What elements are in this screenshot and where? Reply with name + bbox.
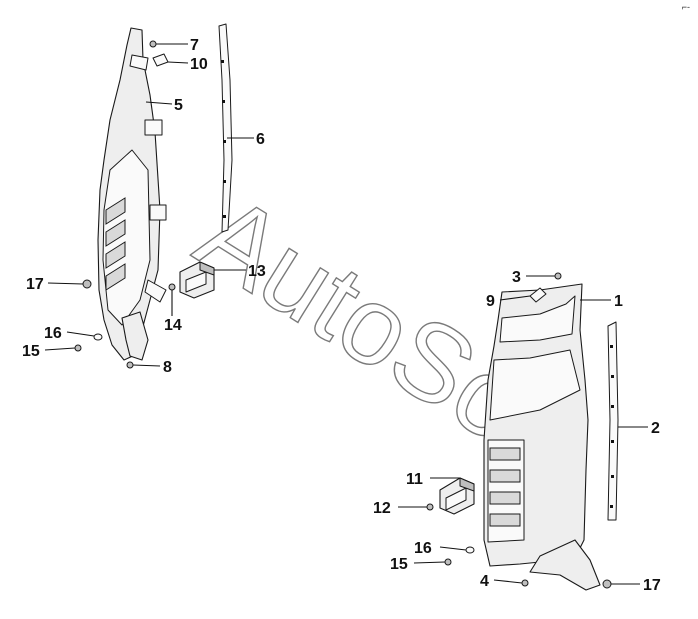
screw-12-icon — [426, 503, 434, 511]
fastener-4-icon — [521, 579, 529, 587]
left-mount-tab — [129, 54, 149, 71]
clip-icon — [149, 40, 157, 48]
callout-12: 12 — [373, 500, 391, 517]
washer-16-left-icon — [93, 333, 103, 341]
callout-5: 5 — [174, 97, 183, 114]
callout-15-right: 15 — [390, 556, 408, 573]
left-seal-strip — [218, 23, 233, 233]
right-seal-strip — [607, 321, 619, 521]
left-mount-tab — [144, 119, 163, 136]
bolt-15-left-icon — [74, 344, 82, 352]
callout-15-left: 15 — [22, 343, 40, 360]
callout-17-right: 17 — [643, 577, 661, 594]
callout-9: 9 — [486, 293, 495, 310]
left-seal-clips — [221, 60, 226, 218]
clip-3-icon — [554, 272, 562, 280]
callout-8: 8 — [163, 359, 172, 376]
callout-2: 2 — [651, 420, 660, 437]
callout-labels: 7 10 5 6 17 13 14 16 15 8 3 9 1 2 11 12 … — [22, 37, 661, 594]
left-vent-slot — [105, 241, 126, 269]
left-panel-assembly — [74, 23, 233, 369]
leader-lines — [44, 43, 648, 585]
callout-16-right: 16 — [414, 540, 432, 557]
right-panel-top-face — [499, 295, 576, 343]
fastener-8-icon — [126, 361, 134, 369]
right-vent-slot — [489, 447, 521, 461]
callout-16-left: 16 — [44, 325, 62, 342]
left-vent-slot — [105, 219, 126, 247]
callout-13: 13 — [248, 263, 266, 280]
bolt-15-right-icon — [444, 558, 452, 566]
callout-7: 7 — [190, 37, 199, 54]
right-panel-mid-face — [489, 349, 581, 421]
right-vent-slot — [489, 469, 521, 483]
callout-10: 10 — [190, 56, 208, 73]
bracket-13 — [179, 261, 215, 299]
callout-4: 4 — [480, 573, 489, 590]
left-vent-slot — [105, 263, 126, 291]
corner-mark: ⌐- — [681, 2, 690, 12]
right-panel-foot — [529, 539, 601, 591]
right-panel-assembly — [426, 272, 619, 591]
left-vent-slot — [105, 197, 126, 225]
right-vent-slot — [489, 513, 521, 527]
clip-10-icon — [152, 53, 169, 67]
clip-9-icon — [529, 287, 547, 303]
washer-16-right-icon — [465, 546, 475, 554]
callout-6: 6 — [256, 131, 265, 148]
right-vent-slot — [489, 491, 521, 505]
left-mount-tab — [149, 204, 167, 221]
callout-17-left: 17 — [26, 276, 44, 293]
left-bottom-bracket — [121, 311, 149, 361]
callout-11: 11 — [406, 471, 423, 488]
screw-14-icon — [168, 283, 176, 291]
nut-17-right-icon — [602, 579, 612, 589]
bracket-11 — [439, 477, 475, 515]
callout-1: 1 — [614, 293, 623, 310]
right-seal-clips — [610, 345, 614, 508]
left-mount-tab — [144, 279, 167, 303]
callout-3: 3 — [512, 269, 521, 286]
nut-17-left-icon — [82, 279, 92, 289]
callout-14: 14 — [164, 317, 182, 334]
